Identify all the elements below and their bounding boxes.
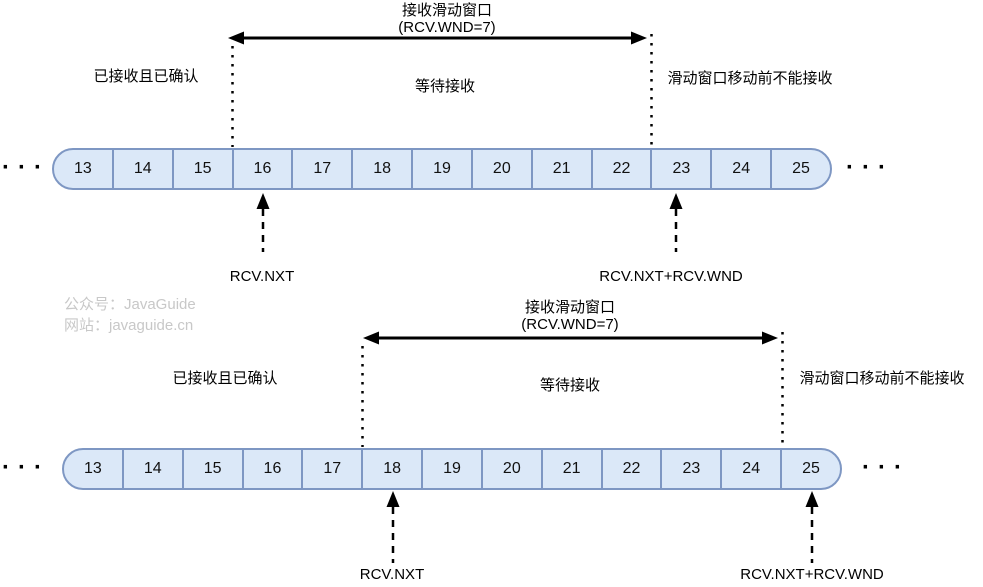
bottom-window-arrowhead-right	[762, 331, 778, 345]
top-window-title: 接收滑动窗口 (RCV.WND=7)	[398, 2, 495, 36]
sequence-cell: 13	[84, 460, 102, 477]
sequence-cell: 23	[650, 150, 710, 188]
bottom-window-title-line2: (RCV.WND=7)	[521, 316, 619, 333]
bottom-window-arrowhead-left	[363, 331, 379, 345]
bottom-rcv-nxt-wnd-label: RCV.NXT+RCV.WND	[740, 566, 884, 583]
top-label-blocked: 滑动窗口移动前不能接收	[667, 70, 833, 87]
sequence-cell: 18	[361, 450, 421, 488]
sequence-cell: 15	[181, 450, 242, 488]
top-window-arrowhead-right	[631, 31, 647, 45]
sequence-cell: 21	[540, 450, 601, 488]
sequence-cell: 21	[530, 150, 591, 188]
sequence-cell: 14	[121, 450, 182, 488]
sequence-cell: 24	[720, 450, 780, 488]
top-window-title-line2: (RCV.WND=7)	[398, 19, 496, 36]
bottom-label-received-acked: 已接收且已确认	[172, 370, 278, 387]
bottom-left-ellipsis-icon: ···	[2, 454, 50, 481]
sequence-cell: 24	[710, 150, 770, 188]
top-left-ellipsis-icon: ···	[2, 154, 50, 181]
watermark: 公众号：JavaGuide 网站：javaguide.cn	[64, 294, 196, 336]
sequence-cell: 25	[770, 150, 830, 188]
top-label-waiting: 等待接收	[414, 78, 476, 95]
sequence-cell: 19	[411, 150, 471, 188]
sequence-cell: 16	[241, 450, 302, 488]
sequence-cell: 23	[660, 450, 720, 488]
top-right-ellipsis-icon: ···	[846, 154, 894, 181]
sequence-cell: 15	[171, 150, 232, 188]
watermark-line1: 公众号：JavaGuide	[64, 296, 196, 313]
sequence-cell: 16	[231, 150, 292, 188]
sequence-cell: 17	[291, 150, 351, 188]
watermark-line2: 网站：javaguide.cn	[64, 317, 194, 334]
sequence-cell: 18	[351, 150, 411, 188]
sequence-cell: 14	[111, 150, 172, 188]
bottom-window-title-line1: 接收滑动窗口	[524, 299, 616, 316]
top-label-received-acked: 已接收且已确认	[93, 68, 199, 85]
bottom-label-waiting: 等待接收	[539, 377, 601, 394]
top-window-arrowhead-left	[228, 31, 244, 45]
sequence-cell: 20	[480, 450, 541, 488]
bottom-rcv-nxt-arrowhead	[386, 491, 400, 507]
sequence-cell: 25	[780, 450, 840, 488]
sequence-cell: 19	[421, 450, 481, 488]
top-rcv-nxt-arrowhead	[256, 193, 270, 209]
sequence-cell: 17	[301, 450, 361, 488]
bottom-rcv-nxt-wnd-arrowhead	[805, 491, 819, 507]
sequence-cell: 20	[470, 150, 531, 188]
sequence-cell: 22	[600, 450, 661, 488]
top-rcv-nxt-wnd-label: RCV.NXT+RCV.WND	[599, 268, 743, 285]
top-window-title-line1: 接收滑动窗口	[401, 2, 493, 19]
bottom-label-blocked: 滑动窗口移动前不能接收	[799, 370, 965, 387]
bottom-right-ellipsis-icon: ···	[862, 454, 910, 481]
top-rcv-nxt-wnd-arrowhead	[669, 193, 683, 209]
bottom-window-title: 接收滑动窗口 (RCV.WND=7)	[521, 299, 618, 333]
sequence-cell: 13	[74, 160, 92, 177]
bottom-rcv-nxt-label: RCV.NXT	[359, 566, 425, 583]
sequence-cell: 22	[590, 150, 651, 188]
top-rcv-nxt-label: RCV.NXT	[229, 268, 295, 285]
